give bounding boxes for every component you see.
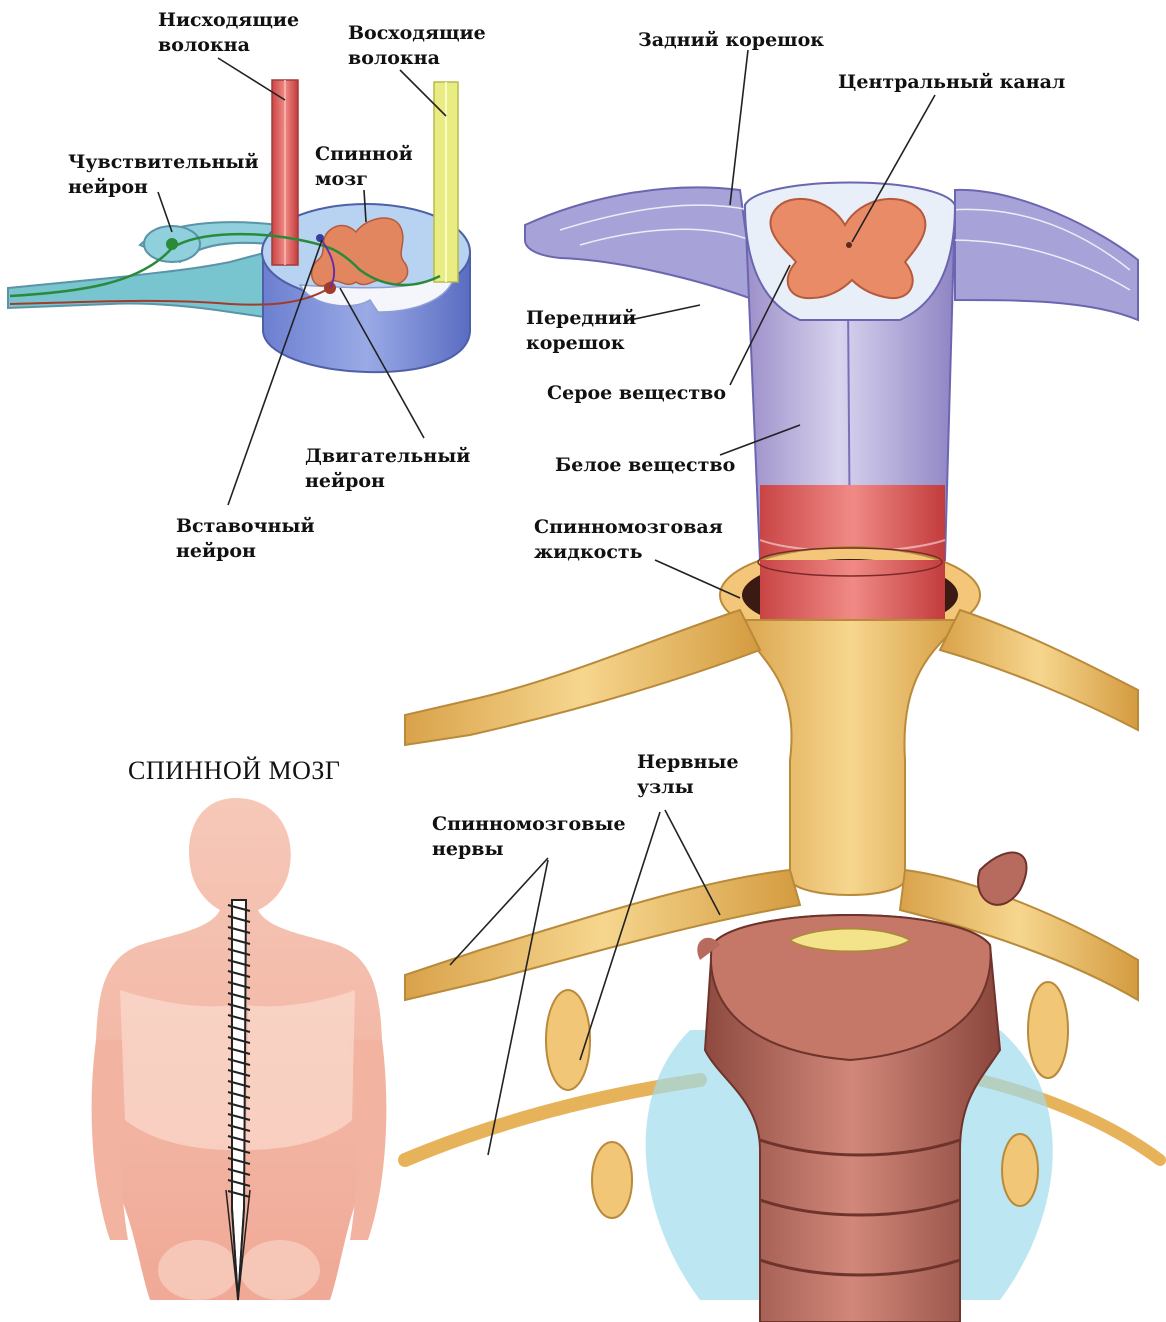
label-ganglia-line1: Нервные xyxy=(637,750,739,775)
label-motor-neuron: Двигательный нейрон xyxy=(305,444,470,494)
label-gray-matter: Серое вещество xyxy=(547,381,726,406)
nerve-ganglion-left xyxy=(546,990,590,1090)
cross-section-group xyxy=(8,80,470,372)
nerve-ganglion-right xyxy=(1028,982,1068,1078)
label-interneuron: Вставочный нейрон xyxy=(176,514,315,564)
page-title: СПИННОЙ МОЗГ xyxy=(128,756,340,786)
label-ganglia-line2: узлы xyxy=(637,775,739,800)
label-interneuron-line2: нейрон xyxy=(176,539,315,564)
body-silhouette-group xyxy=(92,798,387,1300)
label-ascending-line2: волокна xyxy=(348,46,486,71)
label-sensory-line2: нейрон xyxy=(68,175,259,200)
label-spinal-cord-line2: мозг xyxy=(315,167,413,192)
interneuron-body xyxy=(316,234,324,242)
cord-3d-group xyxy=(405,183,1160,1322)
label-spinal-nerves-line1: Спинномозговые xyxy=(432,812,626,837)
label-csf: Спинномозговая жидкость xyxy=(534,515,723,565)
left-roots xyxy=(525,187,755,300)
label-spinal-cord: Спинной мозг xyxy=(315,142,413,192)
spinal-nerve-left xyxy=(8,250,285,320)
spinal-nerve-upper-left xyxy=(405,610,760,745)
label-ventral-root-line2: корешок xyxy=(526,331,636,356)
label-csf-line2: жидкость xyxy=(534,540,723,565)
central-canal-dot xyxy=(846,242,852,248)
label-spinal-nerves-line2: нервы xyxy=(432,837,626,862)
label-interneuron-line1: Вставочный xyxy=(176,514,315,539)
label-spinal-cord-line1: Спинной xyxy=(315,142,413,167)
label-dorsal-root: Задний корешок xyxy=(638,28,824,53)
label-nerve-ganglia: Нервные узлы xyxy=(637,750,739,800)
label-descending-line2: волокна xyxy=(158,33,299,58)
label-motor-line1: Двигательный xyxy=(305,444,470,469)
label-descending-fibers: Нисходящие волокна xyxy=(158,8,299,58)
label-csf-line1: Спинномозговая xyxy=(534,515,723,540)
sensory-neuron-body xyxy=(166,238,178,250)
label-motor-line2: нейрон xyxy=(305,469,470,494)
label-ventral-root-line1: Передний xyxy=(526,306,636,331)
label-ascending-fibers: Восходящие волокна xyxy=(348,21,486,71)
label-sensory-line1: Чувствительный xyxy=(68,150,259,175)
label-ascending-line1: Восходящие xyxy=(348,21,486,46)
label-sensory-neuron: Чувствительный нейрон xyxy=(68,150,259,200)
label-ventral-root: Передний корешок xyxy=(526,306,636,356)
dura-tube xyxy=(735,620,965,895)
label-white-matter: Белое вещество xyxy=(555,453,735,478)
spinal-nerve-upper-right xyxy=(940,610,1138,730)
label-spinal-nerves: Спинномозговые нервы xyxy=(432,812,626,862)
label-central-canal: Центральный канал xyxy=(838,70,1065,95)
label-descending-line1: Нисходящие xyxy=(158,8,299,33)
